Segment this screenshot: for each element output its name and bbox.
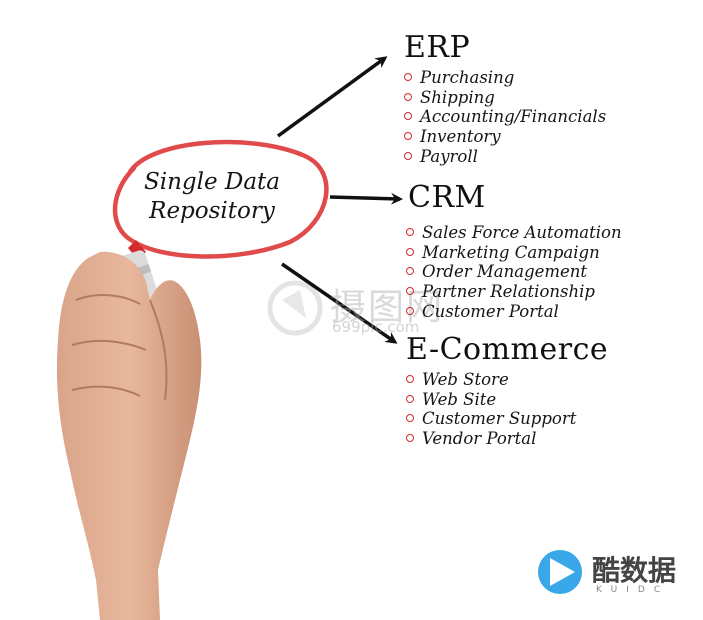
bullet-icon [404,112,412,121]
list-item: Sales Force Automation [406,223,622,243]
section-title-crm: CRM [408,180,486,215]
brand-logo-icon [538,550,582,594]
watermark-url: 699pic.com [332,318,420,336]
bullet-icon [404,92,412,101]
bullet-icon [404,132,412,141]
bullet-icon [406,267,414,276]
list-item: Web Store [406,370,576,390]
list-item: Marketing Campaign [406,243,622,263]
bullet-icon [406,306,414,315]
repository-label-line1: Single Data [143,169,281,195]
erp-item-list: Purchasing Shipping Accounting/Financial… [404,68,606,166]
arrow-to-crm [329,192,403,205]
bullet-icon [406,287,414,296]
list-item: Order Management [406,262,622,282]
repository-circle [112,139,329,259]
arrow-to-ecommerce [281,262,398,344]
watermark-text: 摄图网 [330,287,445,328]
section-title-erp: ERP [404,30,471,65]
brand-subtitle: KUIDC [596,585,670,595]
bullet-icon [406,394,414,403]
brand-name: 酷数据 [592,554,677,587]
list-item: Payroll [404,147,606,167]
list-item: Customer Portal [406,302,622,322]
bullet-icon [406,375,414,383]
list-item: Customer Support [406,409,576,429]
bullet-icon [406,434,414,443]
repository-label-line2: Repository [149,198,275,224]
list-item: Partner Relationship [406,282,622,302]
watermark-logo-icon [267,280,323,336]
bullet-icon [406,247,414,256]
ecommerce-item-list: Web Store Web Site Customer Support Vend… [406,370,576,449]
list-item: Purchasing [404,68,606,88]
bullet-icon [404,73,412,81]
list-item: Web Site [406,390,576,410]
hand-icon [56,251,202,620]
section-title-ecommerce: E-Commerce [406,332,609,367]
list-item: Inventory [404,127,606,147]
arrow-to-erp [276,56,388,138]
list-item: Accounting/Financials [404,107,606,127]
bullet-icon [406,228,414,236]
bullet-icon [406,414,414,423]
list-item: Shipping [404,88,606,108]
repository-label: Single Data Repository [112,168,312,226]
list-item: Vendor Portal [406,429,576,449]
crm-item-list: Sales Force Automation Marketing Campaig… [406,223,622,321]
bullet-icon [404,151,412,160]
